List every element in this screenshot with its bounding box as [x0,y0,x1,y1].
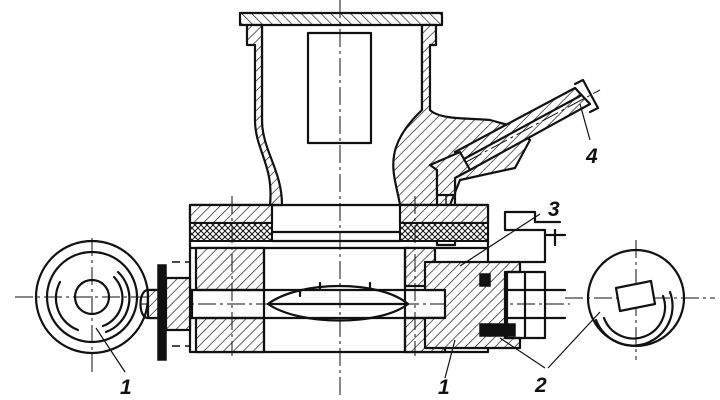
label-1-left: 1 [120,376,132,399]
right-end-view [565,240,715,360]
fuel-inlet-nipple [428,78,601,247]
label-3: 3 [548,198,560,221]
right-spring-housing [423,210,567,350]
throttle-body [140,196,570,356]
left-shaft-screw [139,261,194,361]
label-1-bottom: 1 [438,376,450,399]
leader-lines [95,103,601,379]
label-2: 2 [534,374,547,397]
label-4: 4 [585,145,598,168]
